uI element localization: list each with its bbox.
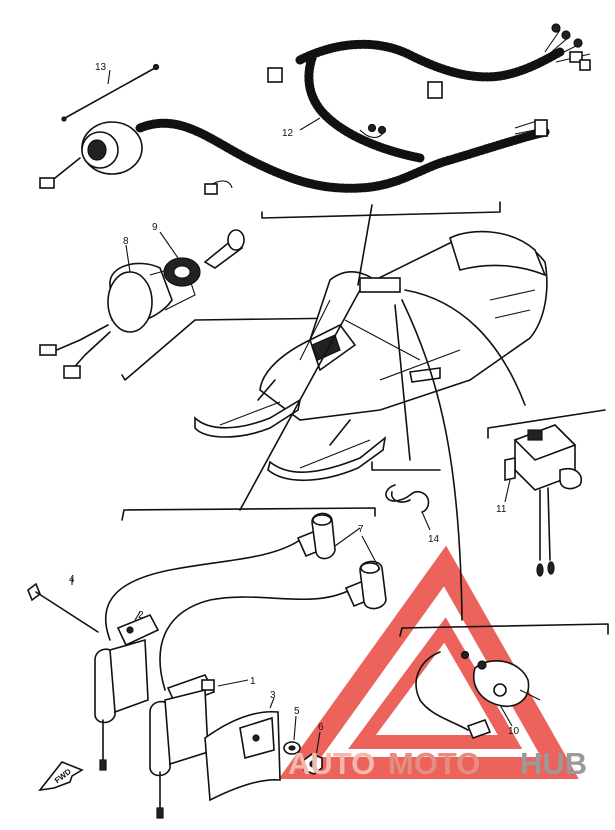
nut [303, 753, 323, 775]
spark-plug-caps [104, 512, 387, 691]
front-direction-arrow [38, 761, 84, 792]
leader-ignition [239, 289, 361, 511]
group-bracket-cable [371, 461, 441, 471]
bulb-wire [61, 63, 160, 122]
callout-12: 12 [282, 128, 294, 139]
callout-7: 7 [358, 524, 364, 535]
main-switch [39, 262, 196, 379]
leader-cable-14 [394, 304, 411, 461]
watermark-logo [278, 545, 579, 779]
leader-sensor [401, 299, 463, 621]
leader-harness [357, 204, 373, 286]
ignition-key [163, 229, 245, 287]
ignition-coil-b [149, 674, 216, 819]
callout-2: 2 [138, 610, 144, 621]
callout-leaders [71, 69, 513, 757]
callout-6: 6 [318, 722, 324, 733]
throttle-switch [415, 650, 541, 740]
watermark-word-moto: MOTO [388, 746, 480, 781]
leader-relay [404, 289, 526, 406]
callout-4: 4 [69, 574, 75, 585]
callout-14: 14 [428, 534, 440, 545]
throttle-cable [385, 484, 430, 513]
callout-1: 1 [250, 676, 256, 687]
headlight-assembly [39, 121, 233, 195]
washer [283, 741, 301, 755]
callout-9: 9 [152, 222, 158, 233]
coil-bracket-plate [204, 710, 281, 802]
callout-8: 8 [123, 236, 129, 247]
watermark-word-auto: AUTO [288, 746, 375, 781]
callout-11: 11 [496, 504, 507, 515]
group-bracket-top [261, 201, 501, 219]
snowmobile-body [259, 230, 548, 421]
callout-10: 10 [508, 726, 520, 737]
group-bracket-relay [487, 409, 606, 439]
callout-3: 3 [270, 690, 276, 701]
group-bracket-ignition [121, 507, 376, 521]
callout-5: 5 [294, 706, 300, 717]
mounting-bolt [27, 582, 99, 633]
group-bracket-sensor [399, 623, 609, 637]
wire-harness [135, 23, 591, 193]
watermark-text: AUTO MOTO HUB [288, 746, 587, 781]
watermark-word-hub: HUB [520, 746, 587, 781]
snowmobile-skis [194, 379, 387, 482]
group-bracket-switch [121, 317, 351, 381]
ignition-coil-a [94, 613, 160, 771]
relay-unit [504, 424, 582, 577]
callout-13: 13 [95, 62, 107, 73]
